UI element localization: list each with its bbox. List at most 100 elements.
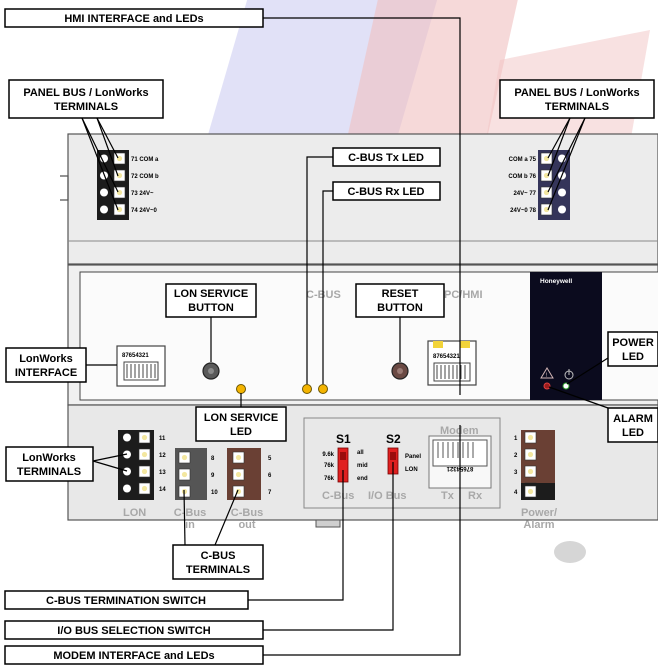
pc-hmi-rj45-port xyxy=(427,340,477,386)
svg-text:BUTTON: BUTTON xyxy=(188,302,234,314)
s1-option-end: end xyxy=(357,476,368,482)
callout-lon-service-button: LON SERVICE BUTTON xyxy=(165,283,257,318)
cbus-out-terminal-7: 7 xyxy=(268,490,272,496)
svg-text:MODEM INTERFACE and LEDs: MODEM INTERFACE and LEDs xyxy=(53,650,214,662)
lon-service-led xyxy=(236,384,246,394)
svg-text:C-BUS TERMINATION SWITCH: C-BUS TERMINATION SWITCH xyxy=(46,595,206,607)
cbus-in-terminal-9: 9 xyxy=(211,473,215,479)
svg-text:LED: LED xyxy=(230,426,252,438)
lon-terminal-11: 11 xyxy=(159,436,166,442)
rj45-right-pin-numbers: 87654321 xyxy=(433,354,460,360)
callout-reset-button: RESET BUTTON xyxy=(355,283,445,318)
cbus-in-label-line2: in xyxy=(185,519,195,531)
callout-cbus-termination-switch: C-BUS TERMINATION SWITCH xyxy=(4,590,249,610)
svg-text:POWER: POWER xyxy=(612,337,654,349)
power-alarm-label-line2: Alarm xyxy=(523,519,554,531)
cbus-in-terminal-block xyxy=(175,448,207,500)
callout-leader-lines xyxy=(81,17,609,656)
terminal-label-78: 24V~0 78 xyxy=(510,208,537,214)
power-terminal-3: 3 xyxy=(514,470,518,476)
terminal-label-73: 73 24V~ xyxy=(131,191,154,197)
io-bus-bottom-label: I/O Bus xyxy=(368,490,407,502)
alarm-led xyxy=(543,382,551,390)
lon-service-button-center xyxy=(208,368,214,374)
svg-text:LED: LED xyxy=(622,351,644,363)
svg-text:!: ! xyxy=(546,373,548,379)
rj45-left-pin-numbers: 87654321 xyxy=(122,353,149,359)
svg-text:ALARM: ALARM xyxy=(613,413,653,425)
callout-panel-bus-right: PANEL BUS / LonWorks TERMINALS xyxy=(499,79,655,119)
cbus-in-label-line1: C-Bus xyxy=(174,507,206,519)
svg-text:LON SERVICE: LON SERVICE xyxy=(204,412,278,424)
svg-text:TERMINALS: TERMINALS xyxy=(545,101,609,113)
callout-lon-service-led: LON SERVICE LED xyxy=(195,406,287,442)
s1-option-9-6k: 9.6k xyxy=(322,452,334,458)
s1-option-all: all xyxy=(357,450,364,456)
svg-text:PANEL BUS / LonWorks: PANEL BUS / LonWorks xyxy=(23,87,148,99)
s1-slider-knob xyxy=(340,452,346,460)
callout-alarm-led: ALARM LED xyxy=(607,407,658,443)
s2-option-panel: Panel xyxy=(405,454,421,460)
cbus-in-terminal-10: 10 xyxy=(211,490,218,496)
s1-option-mid: mid xyxy=(357,463,368,469)
svg-text:PANEL BUS / LonWorks: PANEL BUS / LonWorks xyxy=(514,87,639,99)
svg-text:LonWorks: LonWorks xyxy=(19,353,73,365)
cbus-out-terminal-block xyxy=(227,448,261,500)
callout-panel-bus-left: PANEL BUS / LonWorks TERMINALS xyxy=(8,79,164,119)
cbus-out-label-line2: out xyxy=(238,519,255,531)
warning-triangle-icon: ! xyxy=(540,367,554,379)
cbus-rx-led xyxy=(318,384,328,394)
s1-option-76k-b: 76k xyxy=(324,476,335,482)
power-terminal-1: 1 xyxy=(514,436,518,442)
switch-s1-label: S1 xyxy=(336,432,351,446)
cbus-in-terminal-8: 8 xyxy=(211,456,215,462)
terminal-label-72: 72 COM b xyxy=(131,174,159,180)
svg-text:RESET: RESET xyxy=(382,288,419,300)
power-alarm-label-line1: Power/ xyxy=(521,507,557,519)
callout-cbus-terminals: C-BUS TERMINALS xyxy=(172,544,264,580)
modem-tx-label: Tx xyxy=(441,490,455,502)
s2-slider-knob xyxy=(390,452,396,460)
section-label-pc-hmi: PC/HMI xyxy=(444,289,483,301)
switch-area-frame xyxy=(303,417,501,509)
terminal-label-75: COM a 75 xyxy=(509,157,537,163)
cbus-out-terminal-5: 5 xyxy=(268,456,272,462)
s1-option-76k-a: 76k xyxy=(324,463,335,469)
svg-text:HMI INTERFACE and LEDs: HMI INTERFACE and LEDs xyxy=(64,13,203,25)
cbus-out-terminal-6: 6 xyxy=(268,473,272,479)
brand-logo: Honeywell xyxy=(540,278,572,285)
callout-modem-interface: MODEM INTERFACE and LEDs xyxy=(4,645,264,665)
terminal-label-76: COM b 76 xyxy=(508,174,536,180)
svg-text:LED: LED xyxy=(622,427,644,439)
hmi-display-panel xyxy=(530,272,602,400)
lon-terminal-14: 14 xyxy=(159,487,166,493)
lon-terminal-13: 13 xyxy=(159,470,166,476)
modem-rx-label: Rx xyxy=(468,490,483,502)
power-terminal-2: 2 xyxy=(514,453,518,459)
power-terminal-4: 4 xyxy=(514,490,518,496)
reset-button-center xyxy=(397,368,403,374)
lon-terminal-12: 12 xyxy=(159,453,166,459)
terminal-label-71: 71 COM a xyxy=(131,157,159,163)
callout-lonworks-interface: LonWorks INTERFACE xyxy=(5,347,87,383)
callout-hmi-interface: HMI INTERFACE and LEDs xyxy=(4,8,264,28)
svg-text:TERMINALS: TERMINALS xyxy=(186,564,250,576)
svg-text:LON SERVICE: LON SERVICE xyxy=(174,288,248,300)
power-led xyxy=(562,382,570,390)
terminal-label-74: 74 24V~0 xyxy=(131,208,158,214)
callout-io-bus-selection-switch: I/O BUS SELECTION SWITCH xyxy=(4,620,264,640)
svg-text:C-BUS: C-BUS xyxy=(201,550,236,562)
svg-text:TERMINALS: TERMINALS xyxy=(17,466,81,478)
callout-cbus-tx-led: C-BUS Tx LED xyxy=(332,147,441,167)
s2-option-lon: LON xyxy=(405,467,418,473)
lon-terminal-block xyxy=(118,430,154,500)
cbus-tx-led xyxy=(302,384,312,394)
lonworks-rj45-port xyxy=(116,345,166,387)
terminal-label-77: 24V~ 77 xyxy=(513,191,536,197)
callout-power-led: POWER LED xyxy=(607,331,658,367)
svg-text:C-BUS Rx LED: C-BUS Rx LED xyxy=(347,186,424,198)
cbus-bottom-label: C-Bus xyxy=(322,490,354,502)
svg-text:TERMINALS: TERMINALS xyxy=(54,101,118,113)
